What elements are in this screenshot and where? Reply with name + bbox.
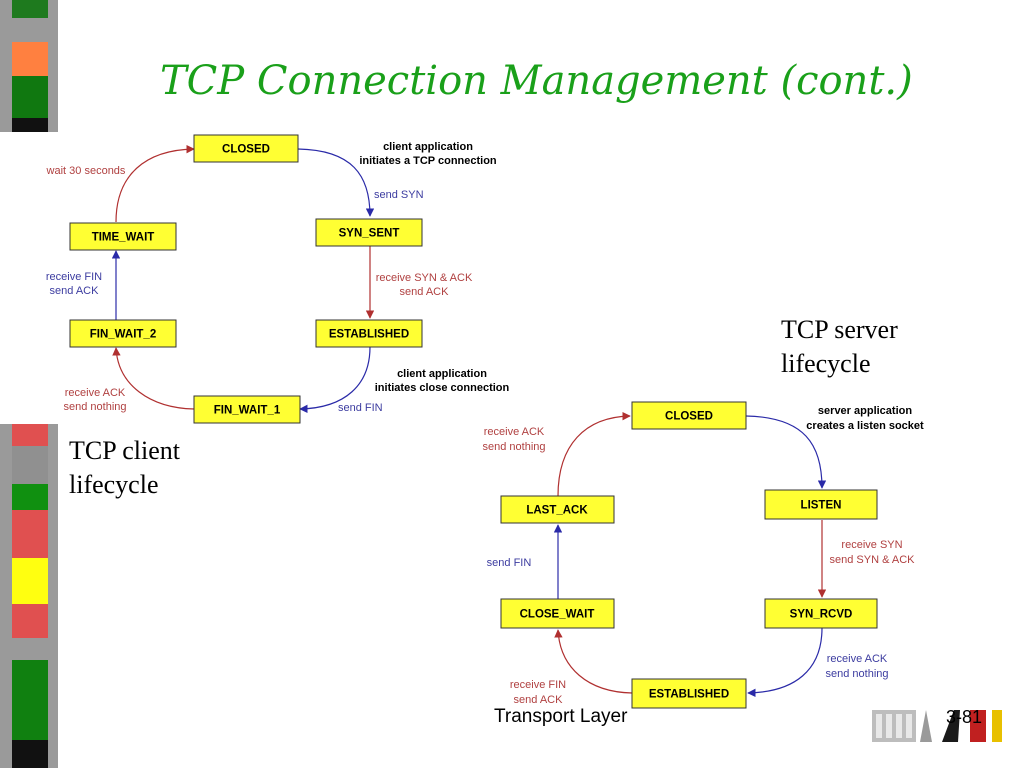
- state-label: LISTEN: [801, 500, 842, 512]
- arrow-timewait-to-closed: [115, 144, 195, 223]
- caption-server-lifecycle: TCP server lifecycle: [781, 313, 898, 381]
- caption-line: TCP client: [69, 436, 180, 465]
- caption-line: TCP server: [781, 315, 898, 344]
- left-strip-top: [0, 0, 58, 132]
- state-server-last-ack: LAST_ACK: [500, 495, 615, 524]
- label-s-listen-1: server application: [818, 405, 912, 417]
- caption-line: lifecycle: [781, 349, 871, 378]
- state-server-syn-rcvd: SYN_RCVD: [764, 598, 878, 629]
- label-recv-fin-1: receive FIN: [46, 271, 102, 283]
- state-label: ESTABLISHED: [649, 689, 729, 701]
- label-initiates-1: client application: [383, 141, 473, 153]
- state-client-fin-wait-1: FIN_WAIT_1: [193, 395, 301, 424]
- label-send-fin: send FIN: [338, 402, 383, 414]
- state-label: SYN_RCVD: [790, 609, 853, 621]
- state-server-established: ESTABLISHED: [631, 678, 747, 709]
- label-s-recv-syn-1: receive SYN: [841, 539, 902, 551]
- arrow-closed-to-synsent: [297, 148, 375, 217]
- arrow-established-to-finwait1: [299, 346, 371, 414]
- footer-text: Transport Layer: [494, 706, 628, 727]
- state-label: FIN_WAIT_1: [214, 405, 281, 417]
- label-close-1: client application: [397, 368, 487, 380]
- arrow-s-synrcvd-to-established: [747, 627, 823, 698]
- state-server-listen: LISTEN: [764, 489, 878, 520]
- label-recv-ack-1: receive ACK: [65, 387, 126, 399]
- label-initiates-2: initiates a TCP connection: [359, 155, 497, 167]
- page-number: 3-81: [946, 707, 983, 727]
- wpi-logo: [872, 710, 1002, 742]
- caption-line: lifecycle: [69, 470, 159, 499]
- arrow-s-lastack-to-closed: [557, 411, 631, 497]
- state-server-close-wait: CLOSE_WAIT: [500, 598, 615, 629]
- label-wait: wait 30 seconds: [46, 165, 126, 177]
- left-strip-bottom: [0, 424, 58, 768]
- state-label: CLOSE_WAIT: [520, 609, 595, 621]
- label-s-last-ack-1: receive ACK: [484, 426, 545, 438]
- state-server-closed: CLOSED: [631, 401, 747, 430]
- label-s-send-fin: send FIN: [487, 557, 532, 569]
- state-client-established: ESTABLISHED: [315, 319, 423, 348]
- label-recv-synack-1: receive SYN & ACK: [376, 272, 473, 284]
- state-client-fin-wait-2: FIN_WAIT_2: [69, 319, 177, 348]
- state-client-closed: CLOSED: [193, 134, 299, 163]
- label-close-2: initiates close connection: [375, 382, 510, 394]
- label-s-recv-fin-1: receive FIN: [510, 679, 566, 691]
- label-s-recv-syn-2: send SYN & ACK: [830, 554, 916, 566]
- label-send-syn: send SYN: [374, 189, 424, 201]
- state-label: CLOSED: [665, 411, 713, 423]
- state-label: FIN_WAIT_2: [90, 329, 156, 341]
- caption-client-lifecycle: TCP client lifecycle: [69, 434, 180, 502]
- state-label: LAST_ACK: [526, 505, 588, 517]
- state-client-time-wait: TIME_WAIT: [69, 222, 177, 251]
- label-s-last-ack-2: send nothing: [483, 441, 546, 453]
- label-s-listen-2: creates a listen socket: [806, 420, 924, 432]
- arrow-s-closed-to-listen: [745, 415, 827, 489]
- label-recv-synack-2: send ACK: [400, 286, 450, 298]
- label-s-recv-fin-2: send ACK: [514, 694, 564, 706]
- label-s-recv-ack-1: receive ACK: [827, 653, 888, 665]
- arrow-finwait1-to-finwait2: [112, 347, 195, 410]
- state-label: TIME_WAIT: [92, 232, 155, 244]
- state-client-syn-sent: SYN_SENT: [315, 218, 423, 247]
- state-label: ESTABLISHED: [329, 329, 409, 341]
- slide-title: TCP Connection Management (cont.): [160, 58, 913, 104]
- label-s-recv-ack-2: send nothing: [826, 668, 889, 680]
- state-label: SYN_SENT: [339, 228, 400, 240]
- label-recv-ack-2: send nothing: [64, 401, 127, 413]
- label-recv-fin-2: send ACK: [50, 285, 100, 297]
- arrow-s-established-to-closewait: [554, 629, 633, 694]
- state-label: CLOSED: [222, 144, 270, 156]
